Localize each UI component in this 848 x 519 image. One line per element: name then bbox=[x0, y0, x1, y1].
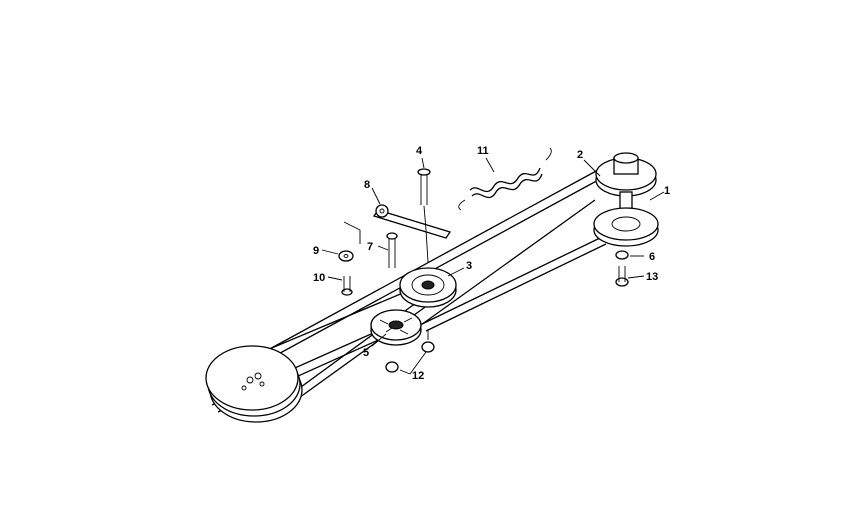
bolt-7 bbox=[386, 232, 398, 268]
callout-7: 7 bbox=[367, 241, 373, 253]
callout-12: 12 bbox=[412, 370, 424, 382]
tension-spring bbox=[458, 147, 552, 211]
idler-pulley-3 bbox=[399, 267, 457, 308]
callout-11: 11 bbox=[477, 145, 489, 157]
callout-10: 10 bbox=[313, 272, 325, 284]
engine-pulley bbox=[205, 345, 303, 423]
callout-9: 9 bbox=[313, 245, 319, 257]
callout-6: 6 bbox=[649, 251, 655, 263]
callout-8: 8 bbox=[364, 179, 370, 191]
callout-3: 3 bbox=[466, 260, 472, 272]
washer-9 bbox=[338, 250, 354, 262]
nuts-12 bbox=[385, 330, 435, 373]
callout-5: 5 bbox=[363, 347, 369, 359]
drive-belt-outer bbox=[211, 169, 607, 413]
transmission-pulley-2 bbox=[595, 152, 657, 197]
leader-lines bbox=[321, 157, 665, 375]
callout-4: 4 bbox=[416, 145, 423, 157]
callout-2: 2 bbox=[577, 149, 583, 161]
nut-6 bbox=[615, 250, 629, 260]
bolt-4 bbox=[417, 168, 431, 263]
callout-labels: 1 2 3 4 5 6 7 8 9 10 11 12 13 bbox=[313, 145, 670, 382]
idler-pulley-5 bbox=[370, 309, 422, 346]
callout-13: 13 bbox=[646, 271, 658, 283]
callout-1: 1 bbox=[664, 185, 670, 197]
transmission-pulley-1 bbox=[593, 207, 659, 247]
bolt-10 bbox=[341, 276, 353, 296]
idler-bracket bbox=[343, 204, 452, 244]
bolt-13 bbox=[615, 266, 629, 287]
